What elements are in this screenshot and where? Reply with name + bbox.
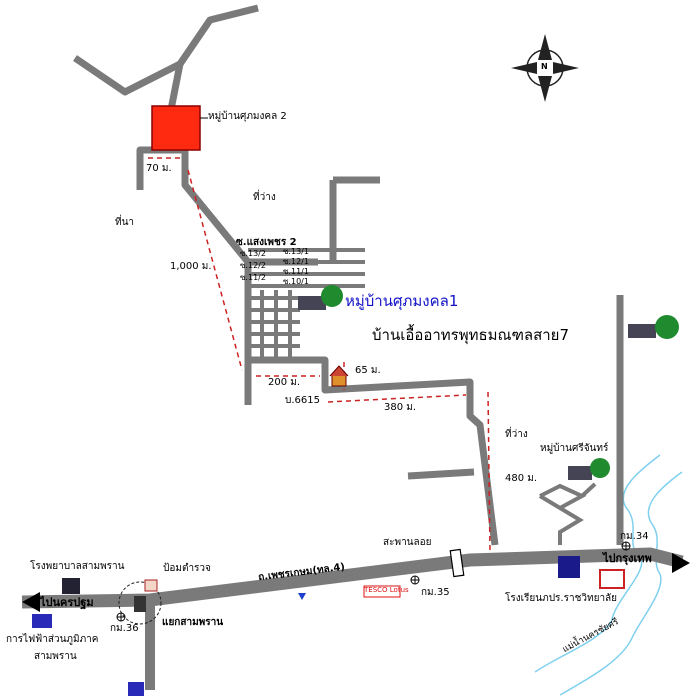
police-label: ป้อมตำรวจ — [163, 563, 211, 574]
landmark-icons — [32, 556, 625, 696]
village-2-label: หมู่บ้านศุภมงคล 2 — [208, 111, 287, 122]
pea-label-line1: การไฟฟ้าส่วนภูมิภาค — [6, 634, 99, 645]
road-north-left — [73, 55, 182, 96]
pea-label-line2: สามพราน — [34, 651, 77, 662]
road-north-top — [177, 4, 259, 66]
bridge-label: สะพานลอย — [383, 537, 432, 548]
house-number-label: บ.6615 — [285, 395, 320, 406]
village-1-label: หมู่บ้านศุภมงคล1 — [345, 292, 459, 310]
distance-70-label: 70 ม. — [146, 163, 172, 174]
highway — [21, 547, 684, 609]
km-34-label: กม.34 — [620, 531, 649, 542]
to-bangkok-label: ไปกรุงเทพ — [603, 552, 652, 565]
traffic-light-icon — [134, 596, 146, 612]
soi-13-2-label: ซ.13/2 — [240, 249, 266, 258]
km-35-label: กม.35 — [421, 587, 450, 598]
distance-480-label: 480 ม. — [505, 473, 538, 484]
home-name-label: บ้านเอื้ออาทรพุทธมณฑลสาย7 — [372, 326, 570, 344]
road-to-highway — [248, 356, 499, 546]
km-posts — [116, 541, 631, 622]
rice-field-label: ที่นา — [115, 217, 135, 228]
dist-1000-line — [187, 169, 243, 371]
police-icon — [144, 579, 158, 592]
north-arrow — [511, 34, 579, 102]
distance-380-label: 380 ม. — [384, 402, 417, 413]
local-roads — [73, 4, 624, 546]
arrow-to-nakhon-pathom — [22, 592, 40, 612]
to-nakhon-pathom-label: ไปนครปฐม — [40, 596, 94, 609]
school-icon — [558, 556, 580, 578]
pea-icon — [32, 614, 52, 628]
gas-station-icon — [298, 593, 306, 600]
srichan-grid — [538, 482, 597, 545]
vacant-label-1: ที่ว่าง — [253, 192, 276, 203]
village-2-plot — [151, 105, 201, 151]
distance-markers — [148, 157, 491, 553]
hospital-label: โรงพยาบาลสามพราน — [30, 561, 125, 572]
soi-12-1-label: ซ.12/1 — [283, 257, 309, 266]
south-road-icon — [128, 682, 144, 696]
junction-circle — [118, 581, 162, 625]
km-36-label: กม.36 — [110, 623, 139, 634]
village-srichan-label: หมู่บ้านศรีจันทร์ — [540, 443, 609, 454]
trees-and-houses — [298, 285, 679, 480]
distance-1000-label: 1,000 ม. — [170, 261, 212, 272]
soi-10-1-label: ซ.10/1 — [283, 277, 309, 286]
north-label: N — [541, 62, 548, 71]
soi-grid — [248, 248, 365, 358]
tesco-label: TESCO Lotus — [364, 586, 409, 594]
road-diagonal-soi — [163, 146, 252, 405]
school-label: โรงเรียนภปร.ราชวิทยาลัย — [505, 593, 618, 604]
school-building-icon — [599, 569, 625, 589]
soi-13-1-label: ซ.13/1 — [283, 247, 309, 256]
soi-11-1-label: ซ.11/1 — [283, 267, 309, 276]
tesco-icon — [363, 585, 401, 598]
bridge-symbol — [449, 548, 465, 578]
dist-380-line — [327, 394, 467, 403]
road-srichan-spur — [407, 468, 475, 480]
soi-11-2-label: ซ.11/2 — [240, 273, 266, 282]
soi-main-label: ซ.แสงเพชร 2 — [236, 237, 297, 248]
soi-12-2-label: ซ.12/2 — [240, 261, 266, 270]
junction-label: แยกสามพราน — [162, 617, 224, 628]
arrow-to-bangkok — [672, 553, 690, 573]
distance-200-label: 200 ม. — [268, 377, 301, 388]
vacant-label-2: ที่ว่าง — [505, 429, 528, 440]
hospital-icon — [62, 578, 80, 594]
distance-65-label: 65 ม. — [355, 365, 381, 376]
